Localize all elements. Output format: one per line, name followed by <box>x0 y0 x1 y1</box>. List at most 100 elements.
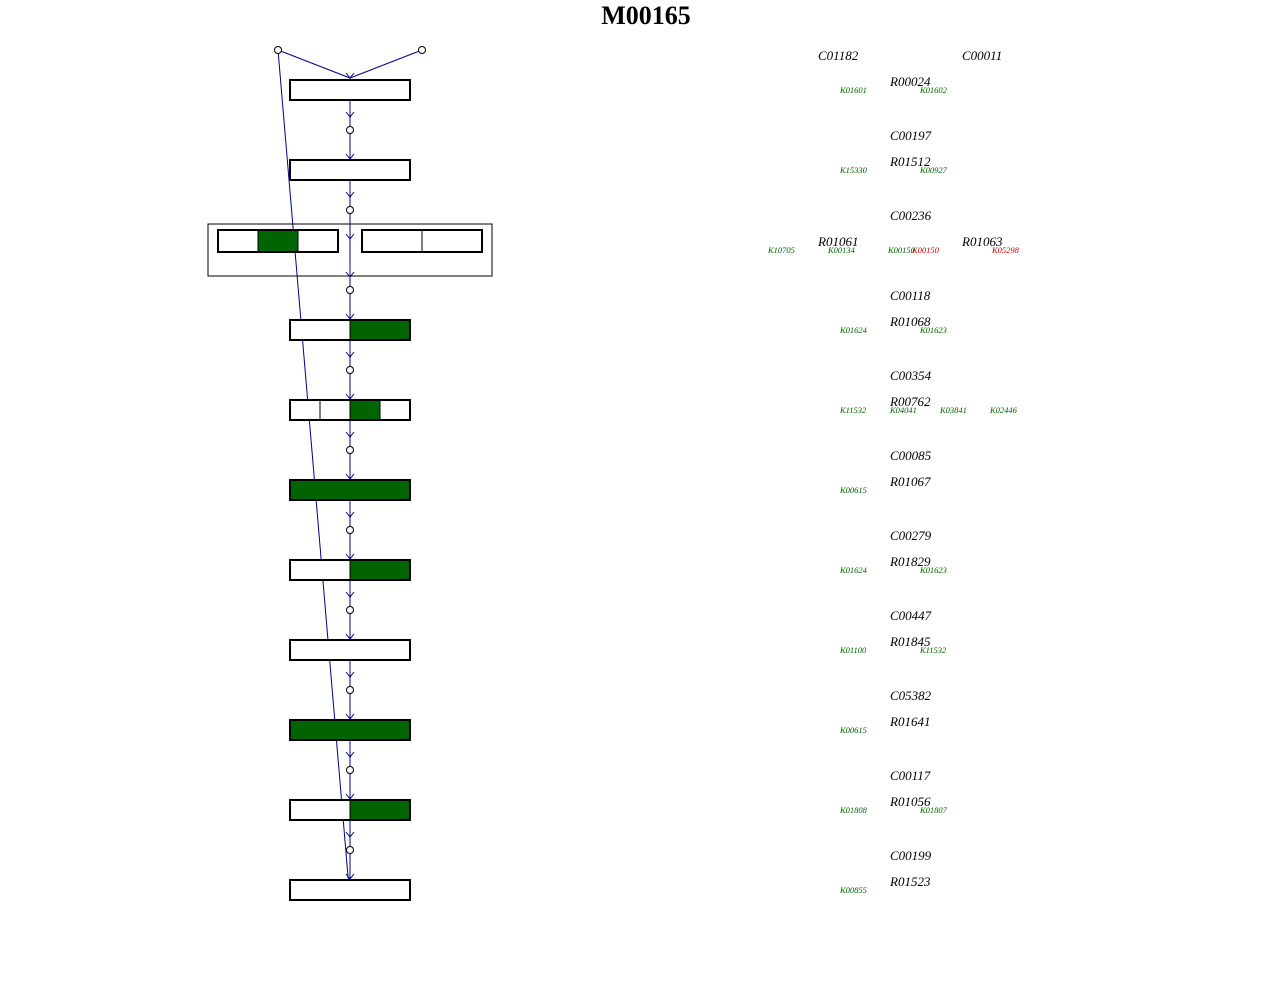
step-segment <box>289 159 411 181</box>
step-segment <box>349 399 381 421</box>
ko-label: K00134 <box>827 245 856 255</box>
step-box <box>217 229 339 253</box>
reaction-label: R01523 <box>889 874 931 889</box>
compound-label: C01182 <box>818 48 859 63</box>
compound-node <box>346 526 354 534</box>
ko-label: K03841 <box>939 405 967 415</box>
arrowhead <box>345 271 355 278</box>
compound-node <box>346 766 354 774</box>
step-box <box>289 639 411 661</box>
step-segment <box>349 559 411 581</box>
arrowhead <box>345 111 355 118</box>
ko-label: K01624 <box>839 565 868 575</box>
ko-label: K01624 <box>839 325 868 335</box>
reaction-label: R01641 <box>889 714 930 729</box>
ko-label: K00615 <box>839 725 867 735</box>
step-segment <box>289 639 411 661</box>
compound-node <box>346 126 354 134</box>
step-segment <box>289 719 411 741</box>
compound-label: C05382 <box>890 688 932 703</box>
ko-label: K01602 <box>919 85 948 95</box>
step-box <box>289 879 411 901</box>
ko-label: K00150 <box>887 245 916 255</box>
step-segment <box>297 229 339 253</box>
compound-label: C00085 <box>890 448 932 463</box>
ko-label: K00927 <box>919 165 948 175</box>
step-segment <box>289 879 411 901</box>
edge-long-diagonal <box>277 49 351 901</box>
step-segment <box>379 399 411 421</box>
edge-substrate-2 <box>349 49 423 79</box>
compound-node <box>346 446 354 454</box>
arrowhead <box>345 351 355 358</box>
step-box <box>289 159 411 181</box>
arrowhead <box>345 511 355 518</box>
compound-node <box>346 286 354 294</box>
step-box <box>289 799 411 821</box>
compound-node <box>346 686 354 694</box>
step-segment <box>421 229 483 253</box>
ko-label: K02446 <box>989 405 1018 415</box>
nodes-layer <box>274 46 426 854</box>
step-box <box>361 229 483 253</box>
compound-label: C00447 <box>890 608 932 623</box>
reaction-label: R00024 <box>889 74 931 89</box>
step-segment <box>289 479 411 501</box>
ko-label: K05298 <box>991 245 1020 255</box>
step-segment <box>289 559 351 581</box>
arrowhead <box>345 191 355 198</box>
alternative-group <box>207 223 493 277</box>
ko-label: K01623 <box>919 325 947 335</box>
ko-label: K00855 <box>839 885 867 895</box>
arrowhead <box>345 671 355 678</box>
step-box <box>289 719 411 741</box>
reaction-label: R01067 <box>889 474 931 489</box>
ko-label: K00150 <box>911 245 940 255</box>
step-box <box>289 399 411 421</box>
compound-node <box>346 206 354 214</box>
step-segment <box>349 319 411 341</box>
step-segment <box>289 799 351 821</box>
step-box <box>289 319 411 341</box>
arrowhead <box>345 233 355 240</box>
compound-node <box>346 846 354 854</box>
arrowhead <box>345 831 355 838</box>
step-box <box>289 559 411 581</box>
compound-node <box>346 606 354 614</box>
reaction-label: R00762 <box>889 394 931 409</box>
step-box <box>289 479 411 501</box>
compound-label: C00236 <box>890 208 932 223</box>
step-segment <box>349 799 411 821</box>
reaction-label: R01845 <box>889 634 931 649</box>
compound-label: C00011 <box>962 48 1002 63</box>
compound-node <box>346 366 354 374</box>
reaction-label: R01061 <box>817 234 858 249</box>
module-title: M00165 <box>601 1 691 30</box>
boxes-layer <box>207 79 493 901</box>
reaction-label: R01063 <box>961 234 1003 249</box>
compound-label: C00199 <box>890 848 932 863</box>
step-segment <box>361 229 423 253</box>
ko-label: K11532 <box>839 405 867 415</box>
arrowhead <box>345 591 355 598</box>
compound-label: C00197 <box>890 128 932 143</box>
compound-node <box>418 46 426 54</box>
compound-label: C00118 <box>890 288 931 303</box>
arrowhead <box>345 751 355 758</box>
ko-label: K01623 <box>919 565 947 575</box>
ko-label: K01100 <box>839 645 867 655</box>
ko-label: K01808 <box>839 805 868 815</box>
ko-label: K01601 <box>839 85 867 95</box>
compound-label: C00117 <box>890 768 931 783</box>
ko-label: K15330 <box>839 165 868 175</box>
step-segment <box>217 229 259 253</box>
compound-label: C00354 <box>890 368 932 383</box>
reaction-label: R01829 <box>889 554 931 569</box>
step-box <box>289 79 411 101</box>
step-segment <box>289 79 411 101</box>
edge-substrate-1 <box>277 49 351 79</box>
reaction-label: R01068 <box>889 314 931 329</box>
ko-label: K04041 <box>889 405 917 415</box>
reaction-label: R01056 <box>889 794 931 809</box>
